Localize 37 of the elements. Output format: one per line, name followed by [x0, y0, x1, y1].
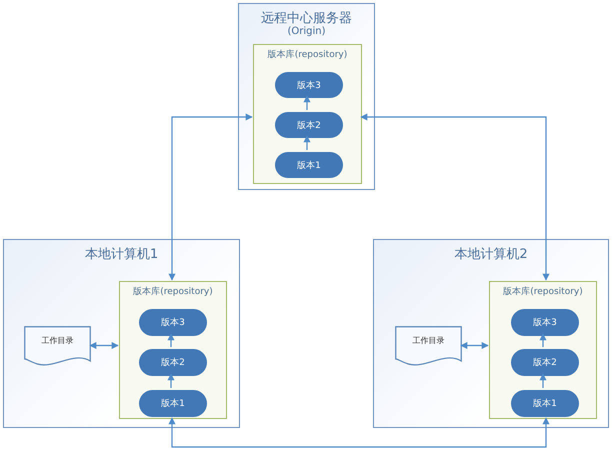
box-title: 本地计算机2	[453, 246, 529, 263]
document-label: 工作目录	[412, 335, 446, 346]
box-title: 远程中心服务器	[260, 10, 353, 26]
computer-box	[238, 3, 375, 190]
version-pill: 版本2	[511, 349, 579, 376]
repository-box	[489, 281, 597, 419]
version-pill: 版本3	[275, 72, 343, 98]
computer-box	[373, 239, 609, 428]
arrow	[540, 333, 546, 347]
arrow	[168, 114, 253, 281]
arrow	[89, 342, 119, 349]
computer-box	[3, 239, 240, 428]
box-title: 版本库(repository)	[266, 48, 348, 61]
version-pill: 版本1	[275, 152, 343, 178]
version-pill: 版本1	[139, 390, 207, 417]
box-subtitle: (Origin)	[286, 26, 327, 37]
arrow	[360, 114, 550, 281]
document-shape	[24, 326, 91, 367]
arrow	[168, 333, 174, 347]
arrow	[304, 95, 310, 110]
version-pill: 版本3	[139, 309, 207, 336]
box-title: 本地计算机1	[84, 246, 160, 263]
version-pill: 版本3	[511, 309, 579, 336]
arrow	[540, 373, 546, 388]
version-pill: 版本2	[139, 349, 207, 376]
document-label: 工作目录	[40, 335, 74, 346]
repository-box	[119, 281, 227, 419]
arrow	[304, 135, 310, 150]
arrow	[460, 342, 489, 349]
version-pill: 版本2	[275, 112, 343, 138]
arrow	[168, 373, 174, 388]
arrow	[168, 417, 550, 448]
box-title: 版本库(repository)	[132, 286, 214, 298]
box-title: 版本库(repository)	[502, 286, 584, 298]
repository-box	[253, 44, 362, 184]
document-shape	[395, 326, 462, 367]
version-pill: 版本1	[511, 390, 579, 417]
